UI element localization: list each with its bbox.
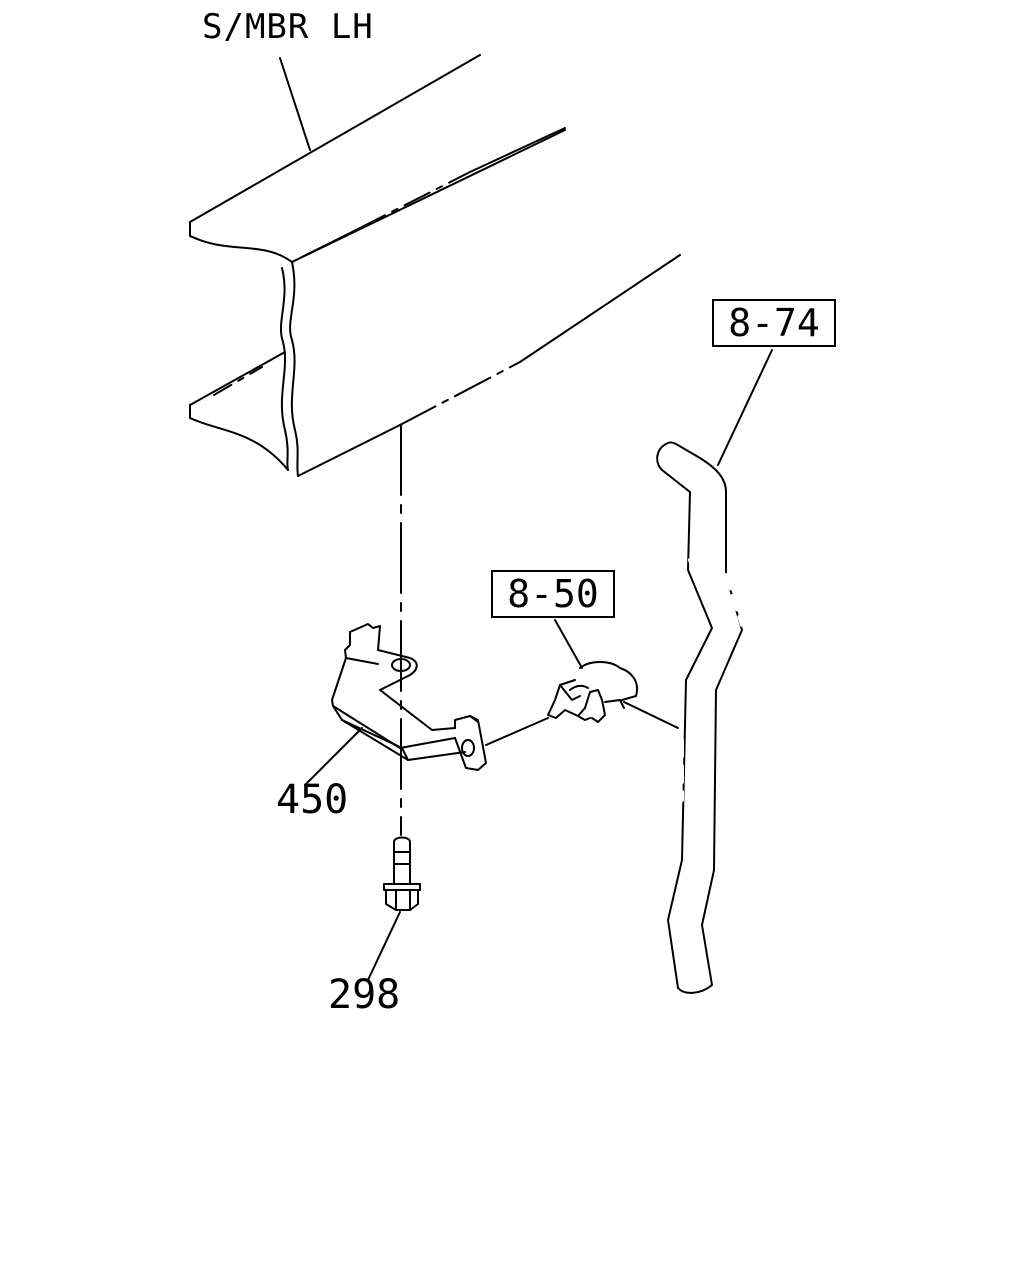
clip-reference-text: 8-50 <box>507 572 599 616</box>
side-member-label: S/MBR LH <box>202 7 374 47</box>
bracket-450 <box>331 623 487 771</box>
hose-leader <box>717 349 773 466</box>
hose-reference-text: 8-74 <box>728 301 820 345</box>
bolt-leader <box>367 911 401 981</box>
hose-8-74 <box>656 441 743 994</box>
bracket-part-number: 450 <box>276 777 349 823</box>
hose-reference-box: 8-74 <box>712 299 836 347</box>
bolt-298 <box>383 836 421 911</box>
bolt-part-number: 298 <box>328 972 401 1018</box>
bracket-leader <box>304 727 363 786</box>
clip-reference-box: 8-50 <box>491 570 615 618</box>
side-member-channel <box>189 54 681 477</box>
clip-hose-link <box>623 701 679 729</box>
clip-8-50 <box>547 661 638 723</box>
bracket-clip-link <box>485 717 549 746</box>
side-member-leader <box>279 57 311 151</box>
clip-leader <box>554 619 583 669</box>
